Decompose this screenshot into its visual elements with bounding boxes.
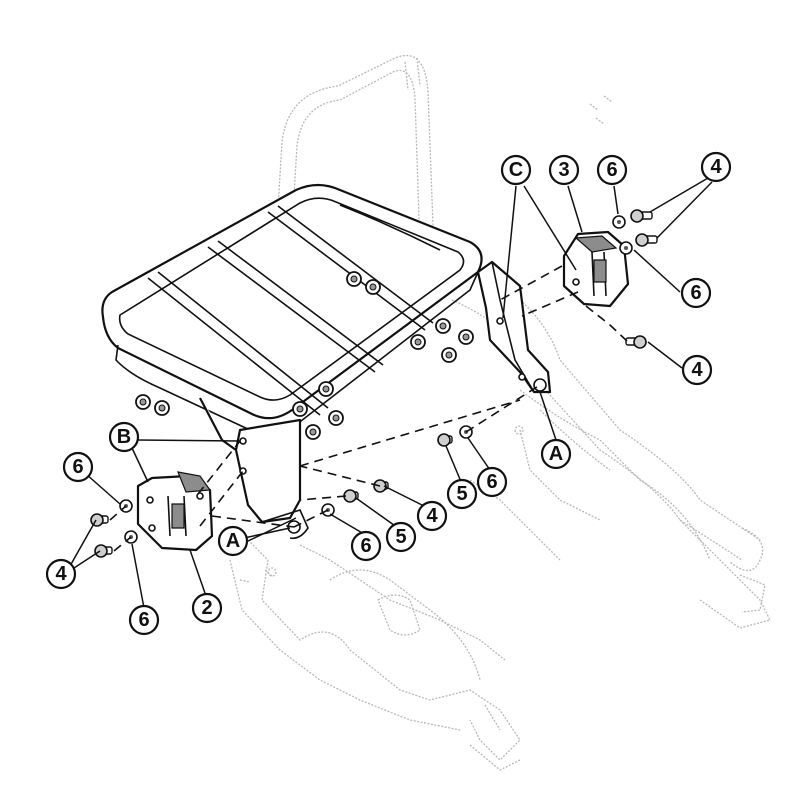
callout-3: 3 (548, 154, 580, 186)
right-latch-bracket (562, 230, 630, 308)
bolt (90, 513, 109, 527)
svg-text:6: 6 (360, 535, 371, 557)
nut (346, 271, 362, 287)
svg-text:4: 4 (691, 359, 703, 381)
washer (612, 215, 626, 229)
bolt (625, 335, 647, 349)
nut (292, 401, 308, 417)
callout-6-left-bottom: 6 (128, 604, 160, 636)
svg-text:6: 6 (690, 282, 701, 304)
callout-c-top-right: C (500, 154, 532, 186)
luggage-rack (101, 183, 552, 540)
nut (328, 410, 344, 426)
nut (135, 394, 151, 410)
svg-text:4: 4 (426, 505, 438, 527)
svg-text:5: 5 (456, 483, 467, 505)
callout-6-top: 6 (596, 154, 628, 186)
callout-4-left: 4 (45, 558, 77, 590)
callout-4-mid: 4 (416, 500, 448, 532)
svg-text:4: 4 (55, 563, 67, 585)
svg-text:2: 2 (201, 597, 212, 619)
callout-6-right: 6 (680, 277, 712, 309)
bolt (437, 433, 453, 447)
callout-5-mid: 5 (385, 521, 417, 553)
callout-2: 2 (191, 592, 223, 624)
ghost-sissy-bar (267, 54, 436, 375)
washer (619, 241, 633, 255)
svg-text:6: 6 (72, 456, 83, 478)
nut (365, 279, 381, 295)
bolt (635, 233, 658, 247)
bolts (90, 209, 658, 558)
assembly-lines (109, 265, 629, 552)
callout-b: B (108, 421, 140, 453)
nut (318, 381, 334, 397)
bolt (373, 479, 389, 493)
bolt (94, 544, 113, 558)
svg-text:6: 6 (606, 159, 617, 181)
nut (458, 329, 474, 345)
svg-text:B: B (117, 426, 131, 448)
svg-text:6: 6 (486, 471, 497, 493)
bolt (343, 489, 359, 503)
callout-5-right: 5 (446, 478, 478, 510)
nut (154, 400, 170, 416)
nut (441, 347, 457, 363)
callout-a-right: A (540, 438, 572, 470)
callout-a-left: A (217, 525, 249, 557)
callout-6-mid: 6 (350, 530, 382, 562)
svg-text:4: 4 (710, 156, 722, 178)
hex-nuts (135, 271, 474, 440)
leader-lines (69, 177, 713, 609)
nut (410, 334, 426, 350)
svg-text:A: A (549, 443, 563, 465)
svg-text:6: 6 (138, 609, 149, 631)
left-latch-bracket (136, 471, 214, 552)
callout-6-mid-right: 6 (476, 466, 508, 498)
callout-6-left-top: 6 (62, 451, 94, 483)
bolt (630, 209, 653, 223)
svg-text:5: 5 (395, 526, 406, 548)
svg-text:C: C (509, 159, 523, 181)
nut (435, 318, 451, 334)
nut (305, 424, 321, 440)
svg-text:A: A (226, 530, 240, 552)
svg-text:3: 3 (558, 159, 569, 181)
callout-4-top-right: 4 (700, 151, 732, 183)
callout-4-right: 4 (681, 354, 713, 386)
